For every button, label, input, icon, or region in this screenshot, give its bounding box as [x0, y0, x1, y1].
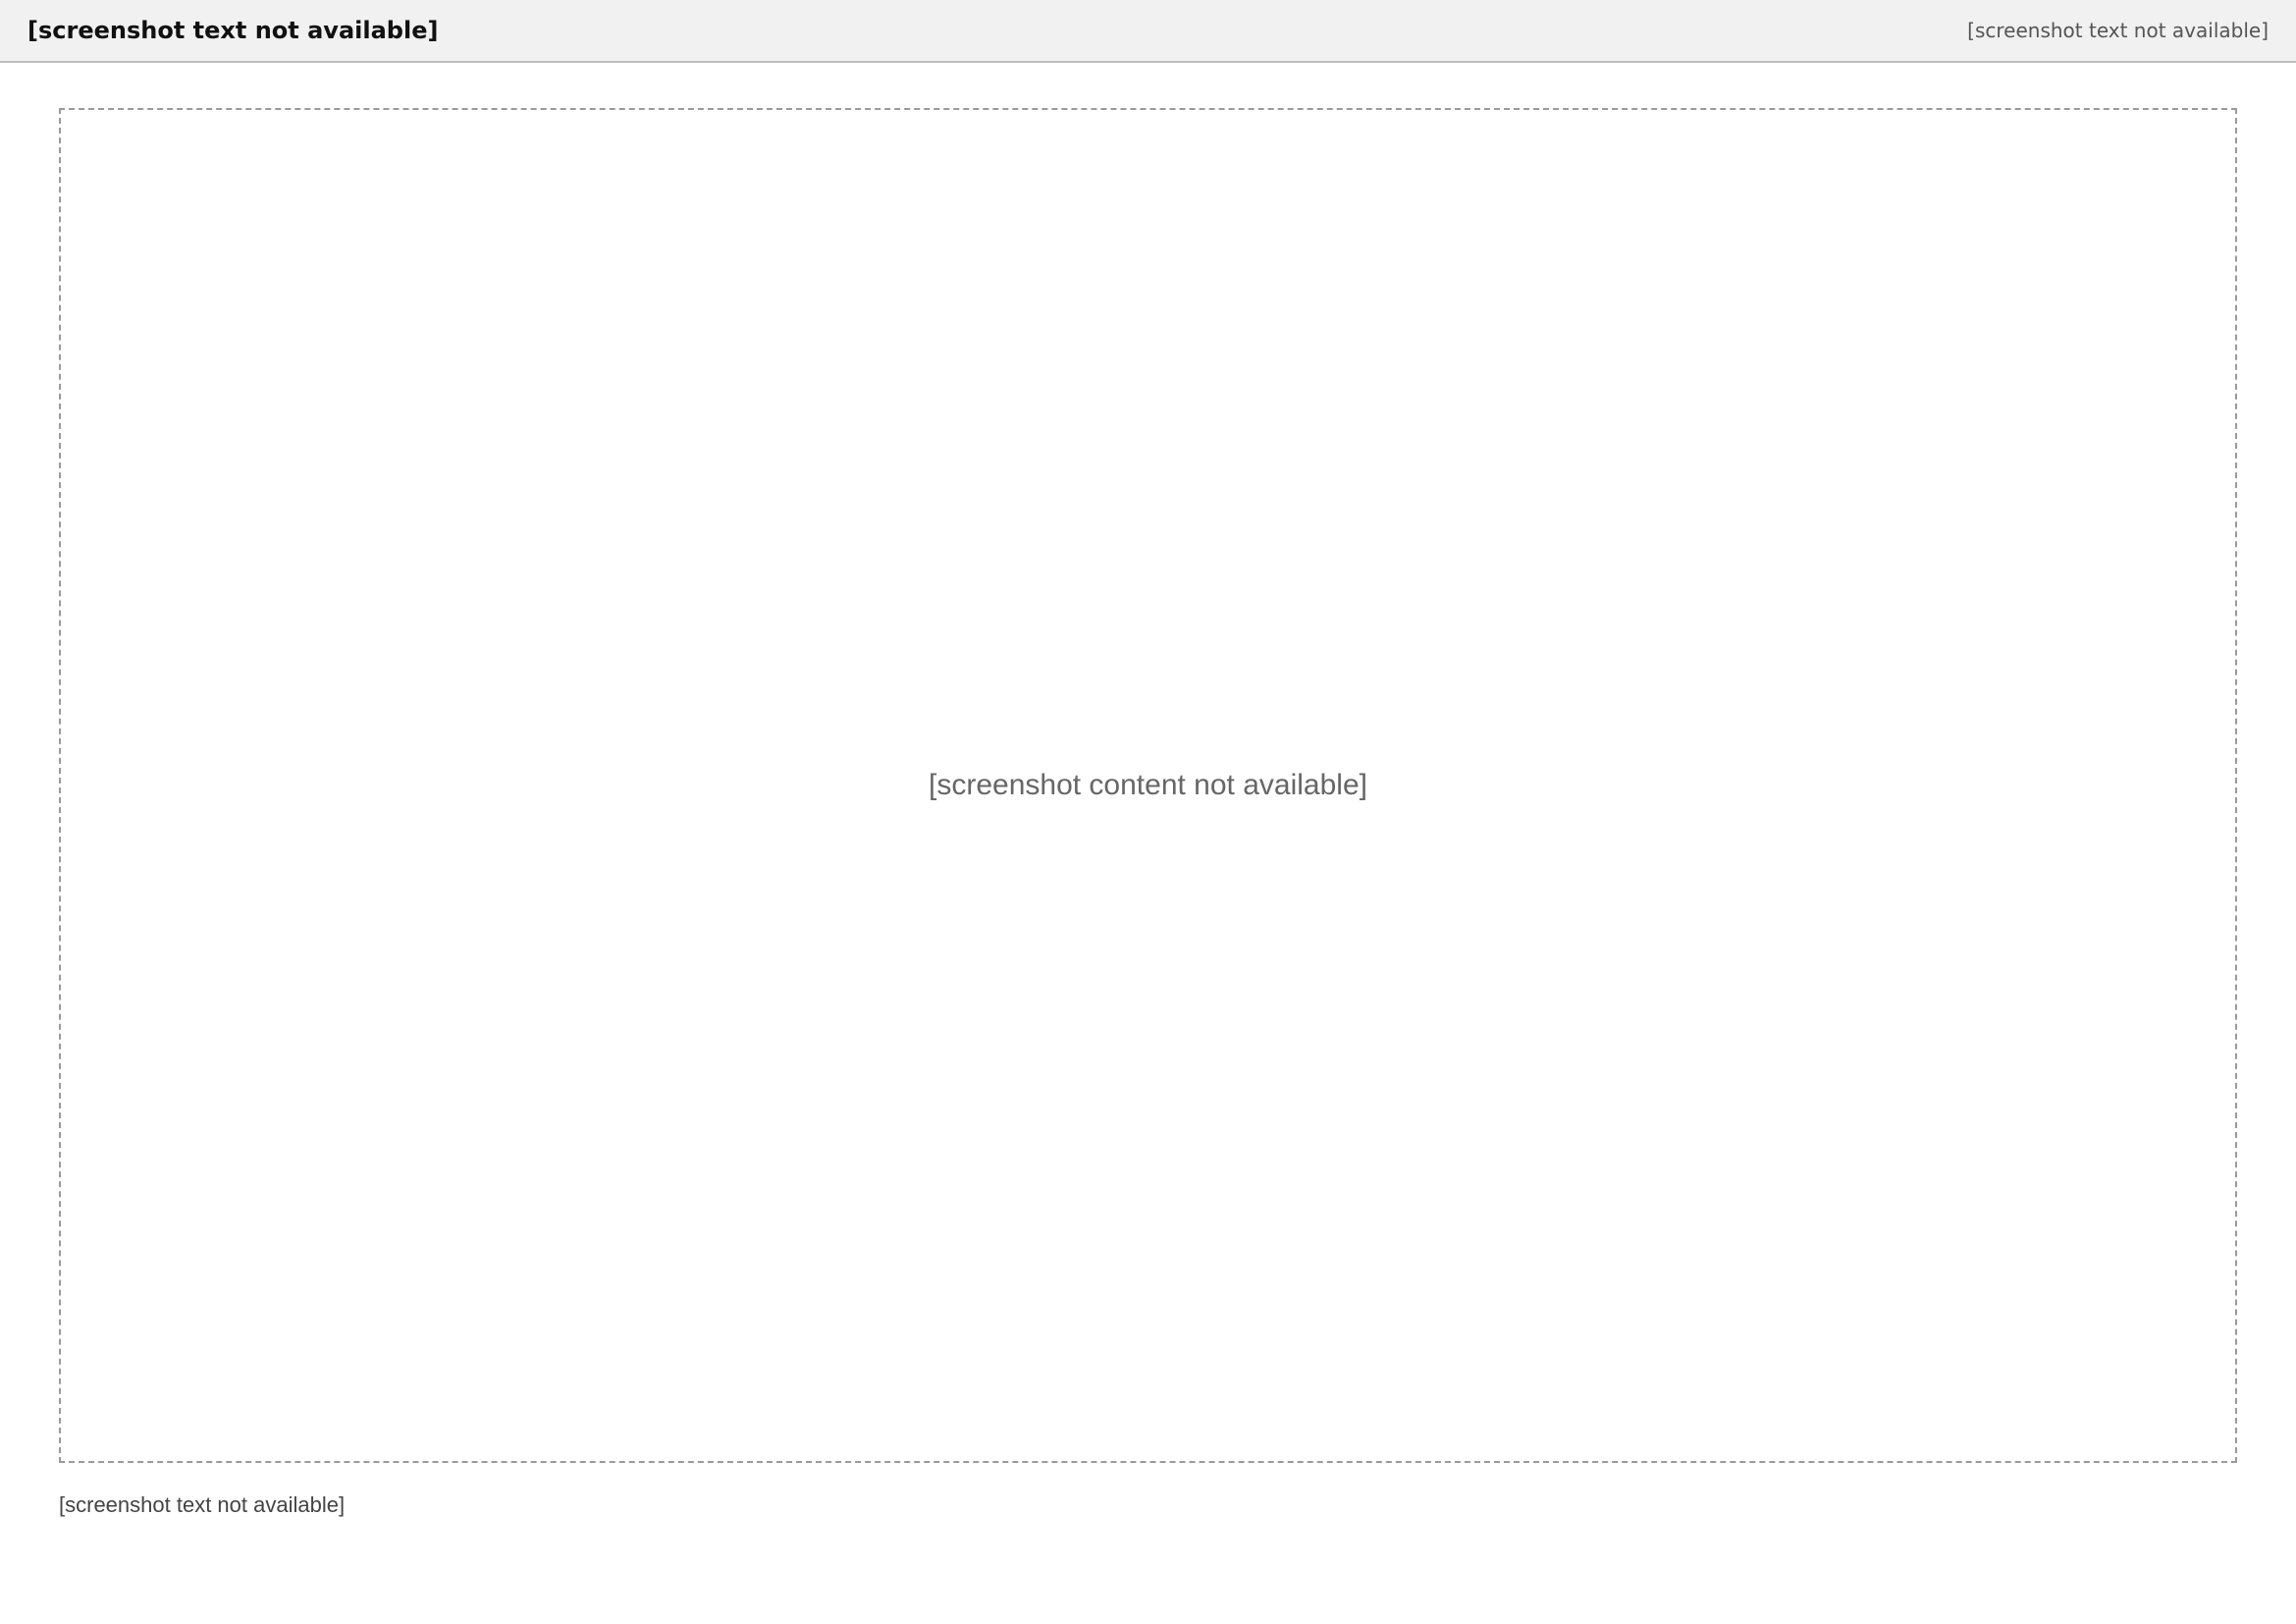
window-title: [screenshot text not available]	[27, 17, 439, 44]
canvas-placeholder: [screenshot content not available]	[929, 769, 1367, 801]
status-text: [screenshot text not available]	[1967, 19, 2269, 42]
app-toolbar: [screenshot text not available] [screens…	[0, 0, 2296, 63]
diagram-canvas: [screenshot content not available]	[59, 108, 2237, 1463]
footer-caption: [screenshot text not available]	[59, 1492, 346, 1517]
